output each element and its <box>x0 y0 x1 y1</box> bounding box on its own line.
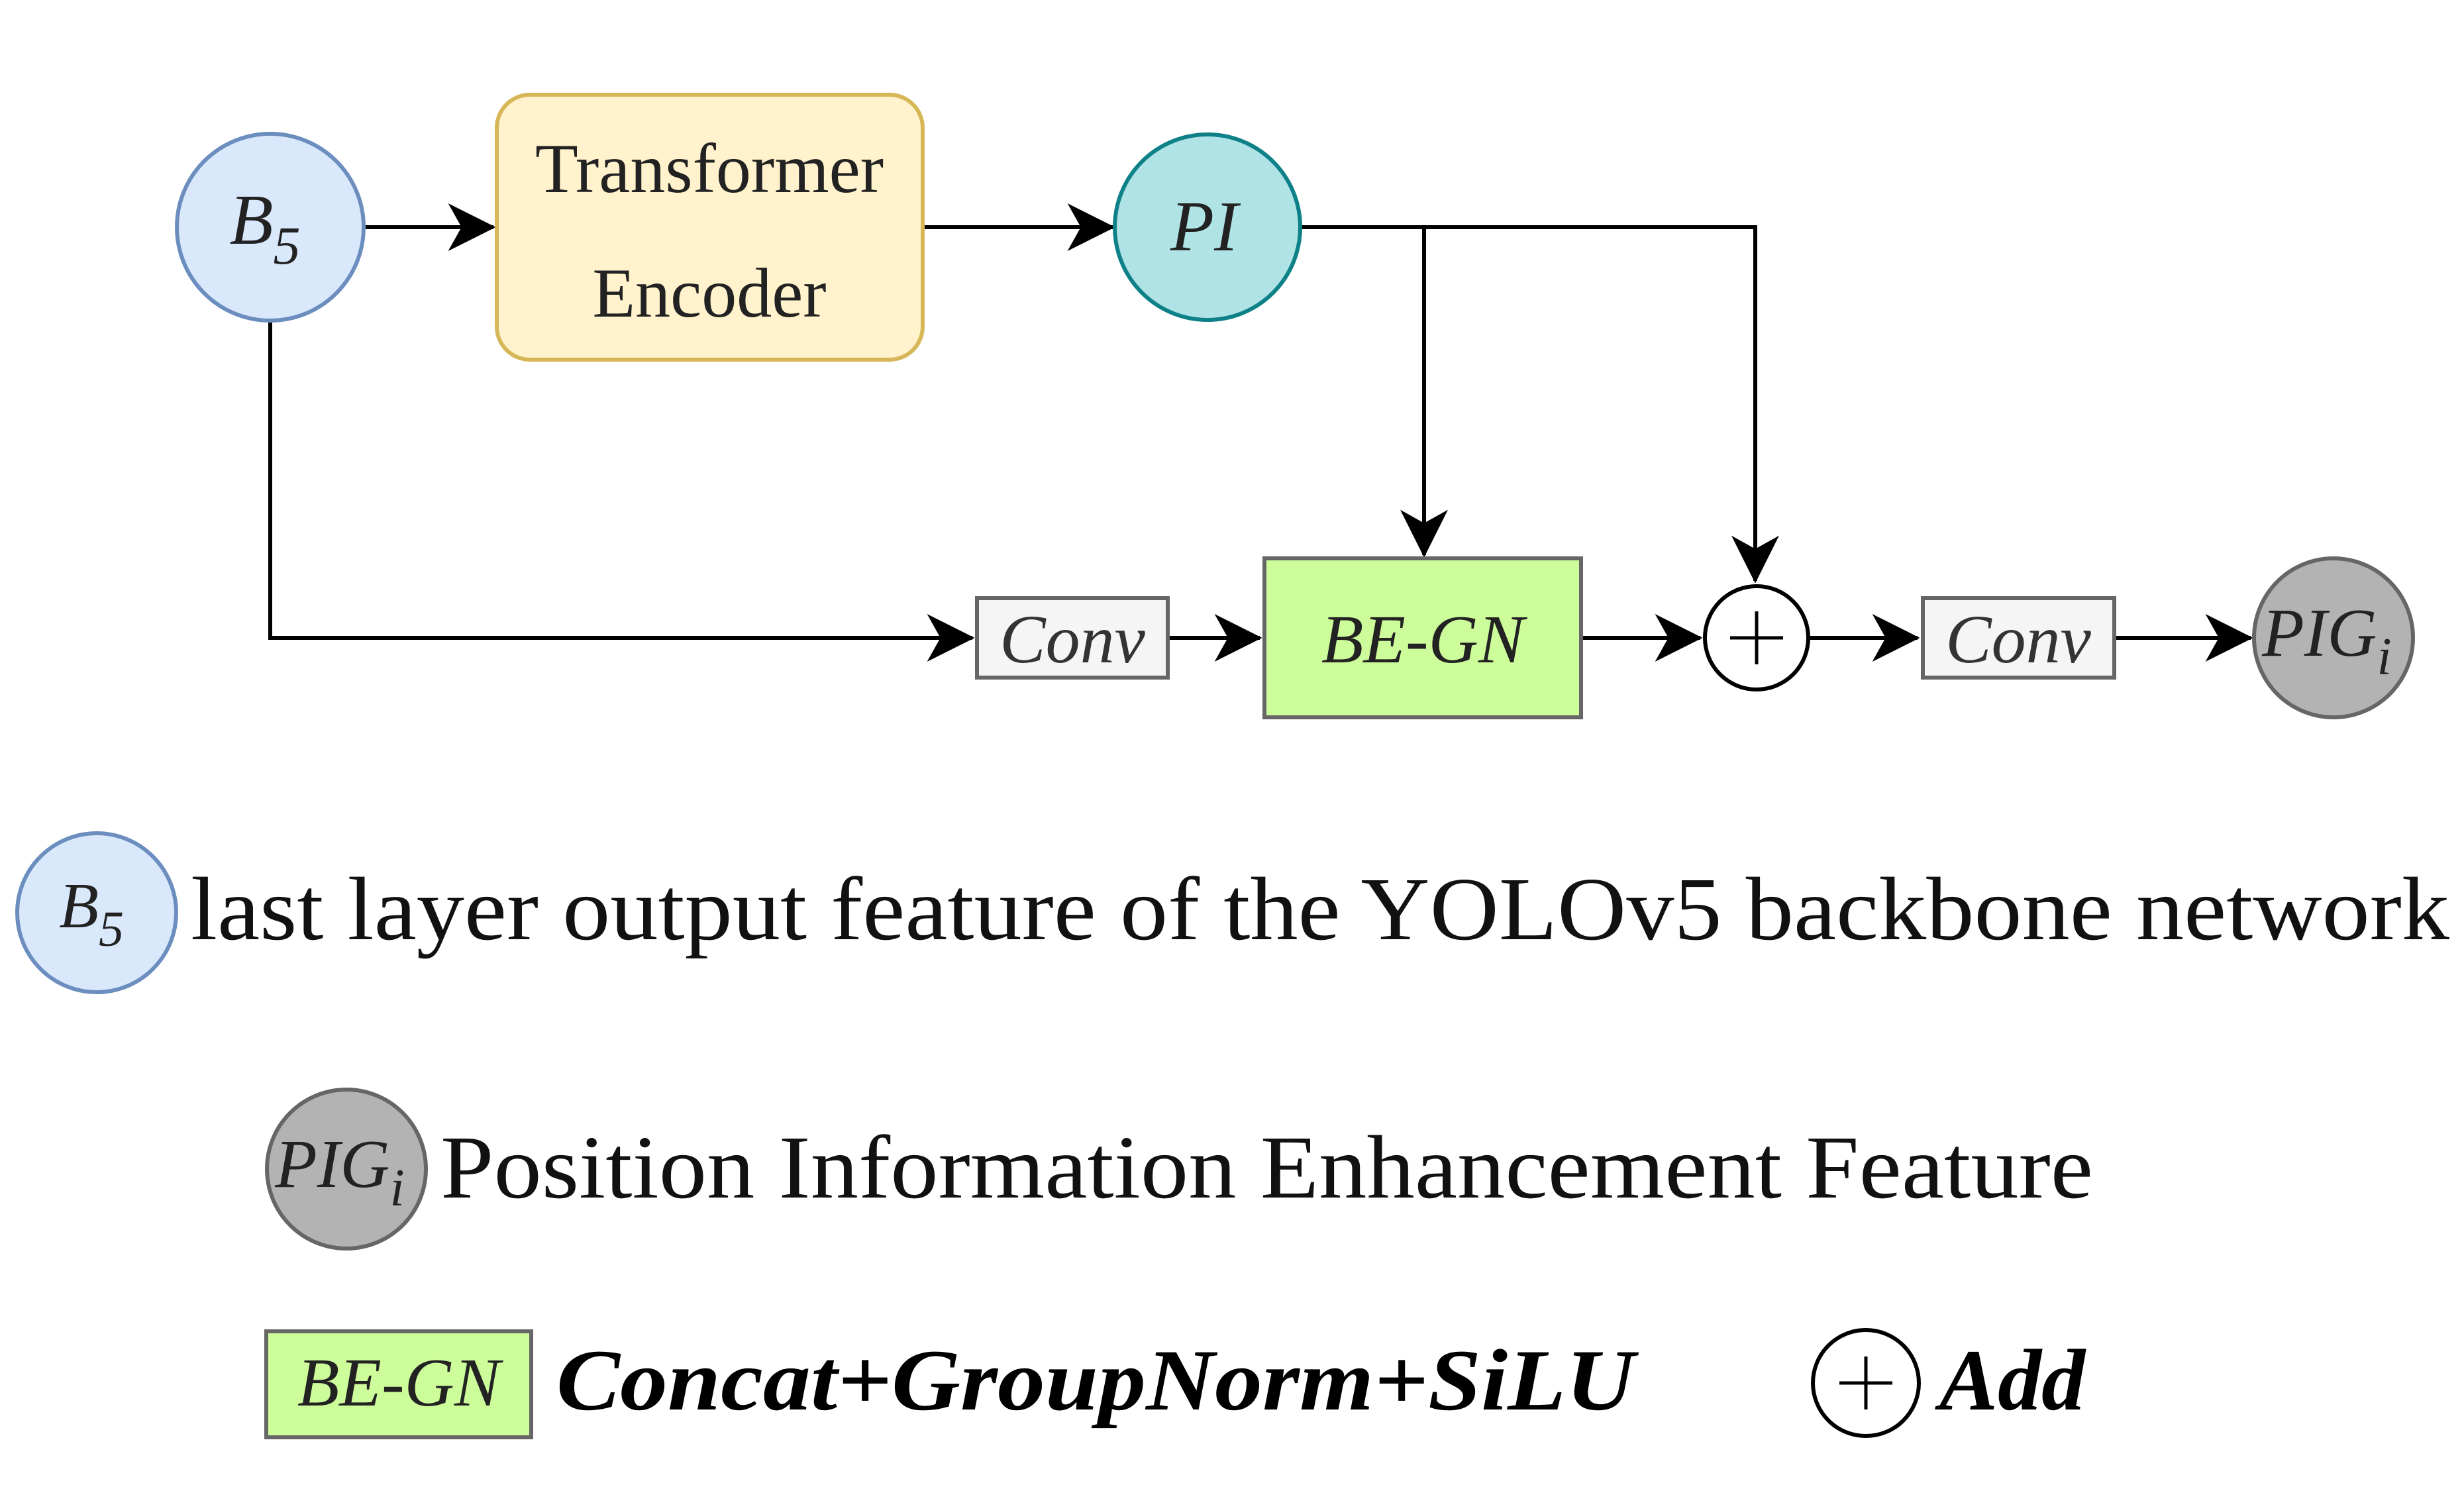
node-add <box>1703 584 1810 691</box>
node-b5-main: B <box>230 181 274 260</box>
legend-be-gn-label: BE-GN <box>297 1345 504 1421</box>
legend-b5: B5 last layer output feature of the YOLO… <box>15 831 2449 994</box>
node-conv-2-box <box>1921 596 2116 680</box>
node-b5-sub: 5 <box>273 215 300 276</box>
legend-b5-sub: 5 <box>99 901 124 957</box>
node-conv-1-label: Conv <box>1000 601 1145 678</box>
node-conv-1-box <box>975 596 1170 680</box>
svg-text:B5: B5 <box>230 181 301 276</box>
node-conv-1: Conv <box>975 596 1170 680</box>
node-be-gn: BE-GN <box>1262 556 1583 719</box>
legend-add: Add <box>1811 1328 2086 1438</box>
node-encoder-line2: Encoder <box>592 254 826 332</box>
legend-add-text: Add <box>1935 1331 2086 1429</box>
node-pi-label: PI <box>1170 187 1241 266</box>
legend-be-gn-box <box>264 1329 533 1439</box>
node-be-gn-box <box>1262 556 1583 719</box>
legend-be-gn: BE-GN Concat+GroupNorm+SiLU <box>264 1329 1639 1439</box>
svg-text:PIGi: PIGi <box>2261 595 2392 686</box>
node-b5: B5 <box>175 132 366 323</box>
legend-pig-circle <box>265 1088 428 1251</box>
node-pig: PIGi <box>2252 556 2415 719</box>
edge-b5-conv1 <box>268 323 975 662</box>
node-b5-circle <box>175 132 366 323</box>
node-conv-2: Conv <box>1921 596 2116 680</box>
edge-pi-begn <box>1300 225 1448 558</box>
node-encoder-box <box>495 93 925 362</box>
legend-be-gn-text: Concat+GroupNorm+SiLU <box>556 1331 1639 1429</box>
node-pi: PI <box>1113 132 1302 322</box>
legend-pig-main: PIG <box>274 1126 389 1202</box>
legend-b5-circle <box>15 831 178 994</box>
legend-b5-text: last layer output feature of the YOLOv5 … <box>191 860 2449 959</box>
legend-pig-text: Position Information Enhancement Feature <box>440 1118 2093 1217</box>
node-pig-circle <box>2252 556 2415 719</box>
node-conv-2-label: Conv <box>1945 601 2091 678</box>
edges <box>268 203 2253 662</box>
node-transformer-encoder: Transformer Encoder <box>495 93 925 362</box>
svg-text:B5: B5 <box>59 870 124 957</box>
legend-b5-main: B <box>59 870 99 942</box>
node-pig-main: PIG <box>2261 595 2377 671</box>
legend-pig-sub: i <box>390 1159 405 1217</box>
edge-pi-add <box>1424 225 1779 584</box>
node-pi-circle <box>1113 132 1302 322</box>
node-encoder-line1: Transformer <box>535 130 884 207</box>
node-be-gn-label: BE-GN <box>1321 601 1528 678</box>
svg-text:PIGi: PIGi <box>274 1126 405 1217</box>
legend-pig: PIGi Position Information Enhancement Fe… <box>265 1088 2093 1251</box>
node-pig-sub: i <box>2377 628 2392 686</box>
